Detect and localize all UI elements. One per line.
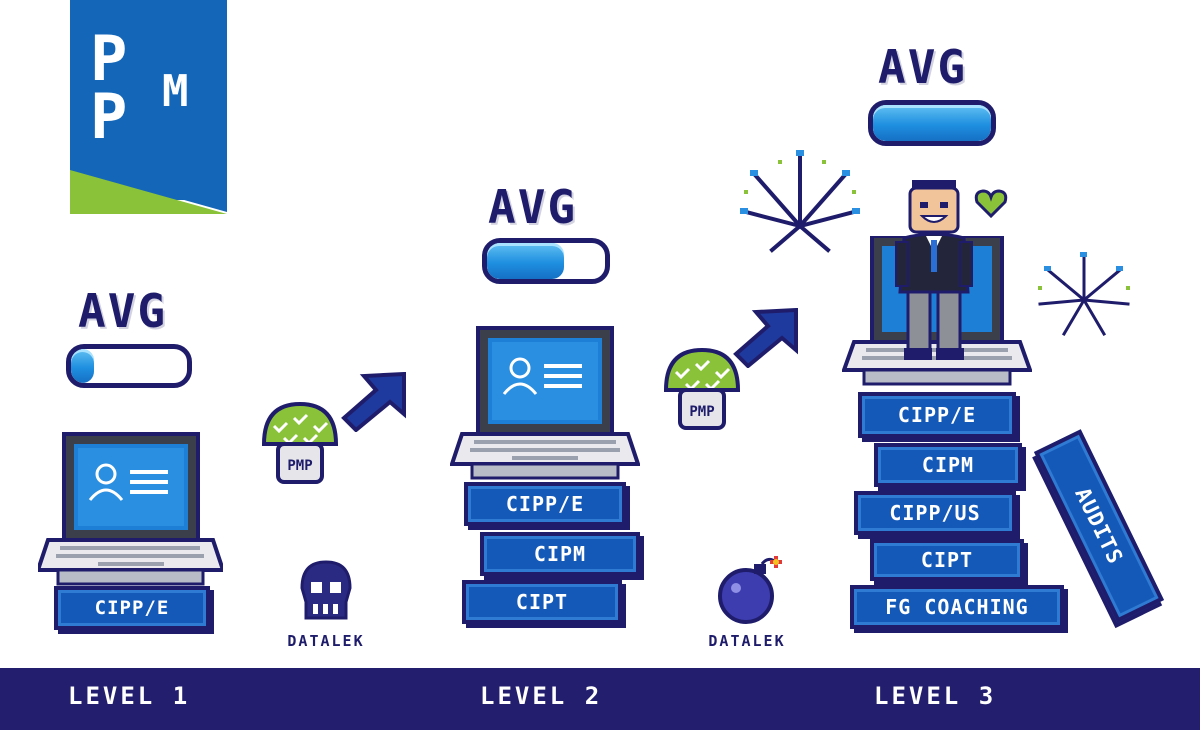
arrow-up-right-icon (340, 372, 406, 432)
progress-bar-level-3 (868, 100, 996, 146)
firework-icon (738, 146, 862, 254)
book-level-3-cippe: CIPP/E (858, 392, 1016, 438)
progress-fill-level-2 (487, 243, 564, 279)
pmp-logo: P P M (70, 0, 227, 214)
logo-letter-p2: P (90, 80, 127, 153)
book-level-2-cippe: CIPP/E (464, 482, 626, 526)
logo-letter-m: M (162, 66, 189, 117)
arrow-up-right-icon (732, 308, 798, 368)
logo-letter-p1: P (90, 22, 127, 95)
pmp-badge-label-2: PMP (689, 404, 715, 420)
level-1-label: LEVEL 1 (68, 682, 191, 710)
profile-card-icon (88, 463, 168, 501)
datalek-label-2: DATALEK (708, 632, 786, 650)
book-level-2-cipt: CIPT (462, 580, 622, 624)
firework-icon (1034, 250, 1134, 340)
progress-fill-level-1 (71, 349, 95, 383)
book-level-3-cipm: CIPM (874, 443, 1022, 487)
pmp-badge-label-1: PMP (287, 458, 313, 474)
character-icon (894, 178, 974, 364)
laptop-level-1 (38, 430, 223, 590)
book-level-2-cipm: CIPM (480, 532, 640, 576)
avg-label-level-3: AVG (878, 40, 968, 94)
pmp-mushroom-1: PMP (258, 398, 342, 490)
progress-bar-level-2 (482, 238, 610, 284)
progress-bar-level-1 (66, 344, 192, 388)
level-strip (0, 668, 1200, 730)
avg-label-level-2: AVG (488, 180, 578, 234)
book-level-3-cippus: CIPP/US (854, 491, 1016, 535)
book-level-3-cipt: CIPT (870, 539, 1024, 581)
profile-card-icon (502, 357, 582, 395)
skull-icon (296, 558, 356, 624)
heart-icon (974, 188, 1008, 218)
book-level-1-cippe: CIPP/E (54, 586, 210, 630)
bomb-icon (714, 552, 790, 626)
level-2-label: LEVEL 2 (480, 682, 603, 710)
level-3-label: LEVEL 3 (874, 682, 997, 710)
avg-label-level-1: AVG (78, 284, 168, 338)
datalek-label-1: DATALEK (287, 632, 365, 650)
pmp-mushroom-2: PMP (660, 344, 744, 436)
book-level-3-fg-coaching: FG COACHING (850, 585, 1064, 629)
laptop-level-2 (450, 324, 640, 484)
progress-fill-level-3 (873, 105, 991, 141)
